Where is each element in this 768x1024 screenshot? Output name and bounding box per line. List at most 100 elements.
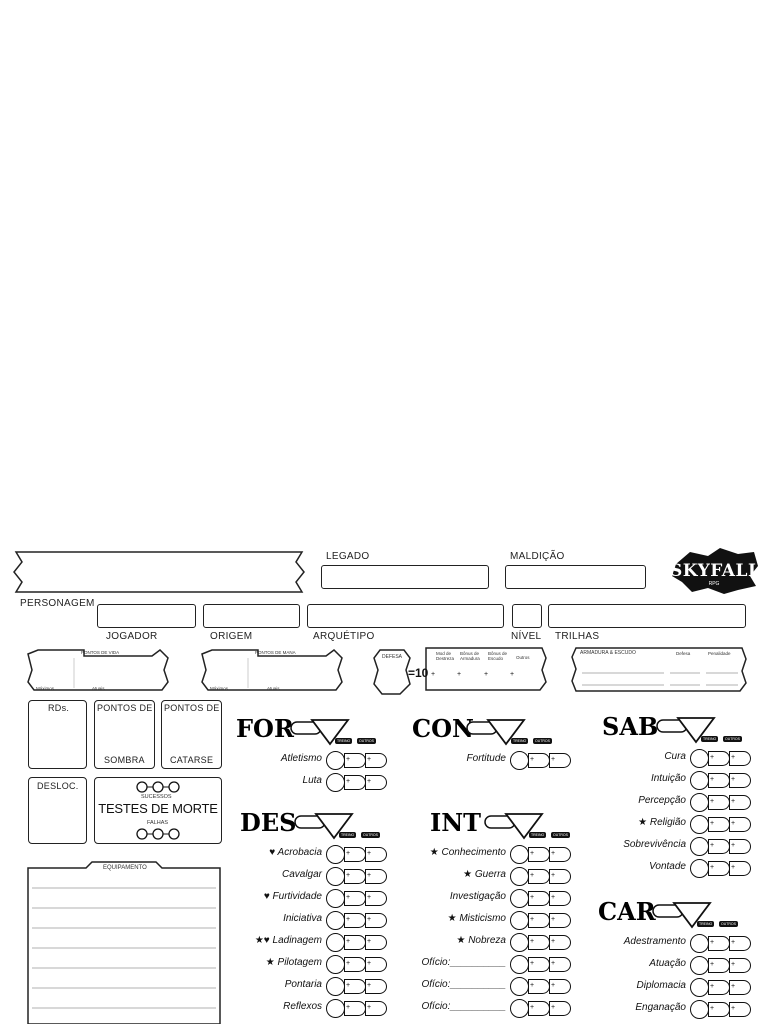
skill-outros-box[interactable]: + <box>549 935 571 950</box>
skill-total-circle[interactable] <box>690 793 709 812</box>
skill-total-circle[interactable] <box>690 837 709 856</box>
skill-treino-box[interactable]: + <box>528 935 550 950</box>
skill-outros-box[interactable]: + <box>549 869 571 884</box>
skill-treino-box[interactable]: + <box>708 861 730 876</box>
skill-outros-box[interactable]: + <box>729 958 751 973</box>
skill-total-circle[interactable] <box>326 867 345 886</box>
skill-treino-box[interactable]: + <box>528 753 550 768</box>
skill-total-circle[interactable] <box>690 749 709 768</box>
attribute-con-value-box[interactable] <box>466 716 546 746</box>
skill-outros-box[interactable]: + <box>729 817 751 832</box>
skill-outros-box[interactable]: + <box>365 891 387 906</box>
defense-frame[interactable] <box>370 646 548 698</box>
skill-total-circle[interactable] <box>510 751 529 770</box>
skill-total-circle[interactable] <box>690 771 709 790</box>
character-name-banner[interactable] <box>10 548 308 596</box>
skill-outros-box[interactable]: + <box>729 1002 751 1017</box>
skill-total-circle[interactable] <box>326 911 345 930</box>
skill-outros-box[interactable]: + <box>365 935 387 950</box>
sombra-box[interactable] <box>94 700 155 769</box>
skill-outros-box[interactable]: + <box>365 775 387 790</box>
skill-outros-box[interactable]: + <box>549 847 571 862</box>
skill-outros-box[interactable]: + <box>365 957 387 972</box>
skill-treino-box[interactable]: + <box>528 1001 550 1016</box>
skill-treino-box[interactable]: + <box>528 913 550 928</box>
skill-treino-box[interactable]: + <box>344 869 366 884</box>
skill-total-circle[interactable] <box>690 934 709 953</box>
skill-total-circle[interactable] <box>326 977 345 996</box>
origem-field[interactable] <box>203 604 300 628</box>
skill-total-circle[interactable] <box>510 933 529 952</box>
skill-outros-box[interactable]: + <box>549 891 571 906</box>
skill-outros-box[interactable]: + <box>549 913 571 928</box>
skill-total-circle[interactable] <box>510 867 529 886</box>
skill-total-circle[interactable] <box>326 933 345 952</box>
skill-treino-box[interactable]: + <box>708 958 730 973</box>
skill-outros-box[interactable]: + <box>729 980 751 995</box>
nivel-field[interactable] <box>512 604 542 628</box>
jogador-field[interactable] <box>97 604 196 628</box>
skill-total-circle[interactable] <box>326 955 345 974</box>
skill-treino-box[interactable]: + <box>528 891 550 906</box>
skill-treino-box[interactable]: + <box>344 979 366 994</box>
skill-total-circle[interactable] <box>690 815 709 834</box>
skill-total-circle[interactable] <box>690 859 709 878</box>
skill-total-circle[interactable] <box>690 978 709 997</box>
skill-treino-box[interactable]: + <box>528 979 550 994</box>
attribute-sab-value-box[interactable] <box>656 714 736 744</box>
pm-frame[interactable] <box>198 646 346 694</box>
skill-treino-box[interactable]: + <box>708 980 730 995</box>
skill-total-circle[interactable] <box>510 889 529 908</box>
trilhas-field[interactable] <box>548 604 746 628</box>
skill-outros-box[interactable]: + <box>549 1001 571 1016</box>
skill-total-circle[interactable] <box>326 845 345 864</box>
skill-treino-box[interactable]: + <box>344 935 366 950</box>
maldicao-field[interactable] <box>505 565 646 589</box>
pv-frame[interactable] <box>24 646 172 694</box>
skill-outros-box[interactable]: + <box>729 751 751 766</box>
success-circles[interactable] <box>135 781 181 793</box>
skill-outros-box[interactable]: + <box>549 957 571 972</box>
attribute-des-value-box[interactable] <box>294 810 374 840</box>
armor-frame[interactable] <box>570 645 748 695</box>
skill-outros-box[interactable]: + <box>729 861 751 876</box>
attribute-for-value-box[interactable] <box>290 716 370 746</box>
skill-total-circle[interactable] <box>326 889 345 908</box>
skill-total-circle[interactable] <box>326 751 345 770</box>
skill-outros-box[interactable]: + <box>365 753 387 768</box>
skill-treino-box[interactable]: + <box>708 839 730 854</box>
skill-treino-box[interactable]: + <box>708 936 730 951</box>
skill-total-circle[interactable] <box>510 999 529 1018</box>
skill-treino-box[interactable]: + <box>708 1002 730 1017</box>
skill-outros-box[interactable]: + <box>549 979 571 994</box>
skill-outros-box[interactable]: + <box>365 847 387 862</box>
attribute-int-value-box[interactable] <box>484 810 564 840</box>
skill-treino-box[interactable]: + <box>528 869 550 884</box>
skill-outros-box[interactable]: + <box>365 979 387 994</box>
skill-total-circle[interactable] <box>510 955 529 974</box>
skill-outros-box[interactable]: + <box>729 773 751 788</box>
desloc-box[interactable] <box>28 777 87 844</box>
skill-treino-box[interactable]: + <box>708 817 730 832</box>
skill-total-circle[interactable] <box>510 845 529 864</box>
skill-treino-box[interactable]: + <box>344 775 366 790</box>
skill-treino-box[interactable]: + <box>344 847 366 862</box>
skill-outros-box[interactable]: + <box>729 795 751 810</box>
skill-outros-box[interactable]: + <box>729 839 751 854</box>
catarse-box[interactable] <box>161 700 222 769</box>
skill-treino-box[interactable]: + <box>708 751 730 766</box>
skill-total-circle[interactable] <box>690 956 709 975</box>
rds-box[interactable] <box>28 700 87 769</box>
skill-treino-box[interactable]: + <box>708 773 730 788</box>
arquetipo-field[interactable] <box>307 604 504 628</box>
skill-treino-box[interactable]: + <box>344 957 366 972</box>
skill-outros-box[interactable]: + <box>365 1001 387 1016</box>
skill-outros-box[interactable]: + <box>549 753 571 768</box>
attribute-car-value-box[interactable] <box>652 899 732 929</box>
skill-total-circle[interactable] <box>326 999 345 1018</box>
skill-treino-box[interactable]: + <box>528 957 550 972</box>
skill-treino-box[interactable]: + <box>708 795 730 810</box>
skill-total-circle[interactable] <box>326 773 345 792</box>
skill-treino-box[interactable]: + <box>344 753 366 768</box>
skill-total-circle[interactable] <box>510 977 529 996</box>
